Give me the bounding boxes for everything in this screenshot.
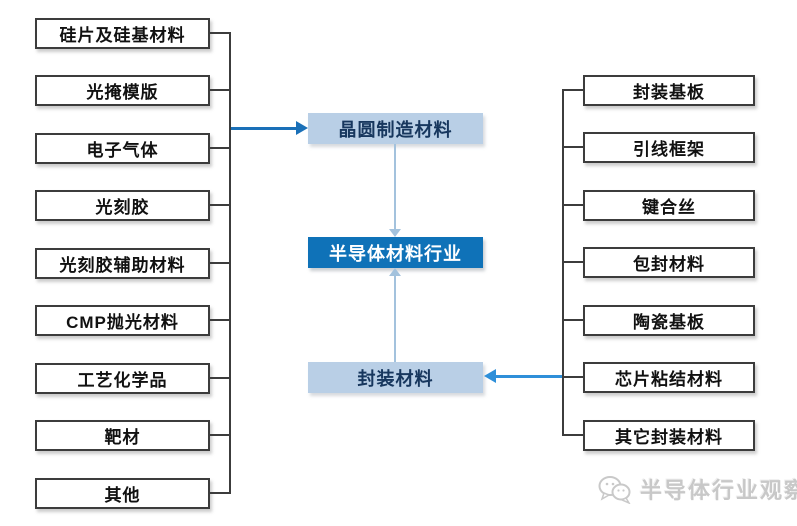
connector-wafer-to-industry-head [389,229,401,237]
connector-stub [210,492,230,494]
connector-stub [562,89,583,91]
arrow-right-to-packaging [495,375,563,378]
node-photoresist: 光刻胶 [35,190,210,221]
connector-packaging-to-industry-head [389,268,401,276]
connector-stub [562,376,583,378]
connector-stub [210,204,230,206]
connector-stub [562,434,583,436]
connector-stub [562,319,583,321]
connector-stub [562,146,583,148]
connector-stub [210,377,230,379]
connector-wafer-to-industry [394,144,396,229]
connector-stub [210,319,230,321]
node-lead-frame: 引线框架 [583,132,755,163]
node-packaging-materials: 封装材料 [308,362,483,393]
node-silicon-wafer: 硅片及硅基材料 [35,18,210,49]
left-bus-line [229,32,231,494]
node-packaging-substrate: 封装基板 [583,75,755,106]
connector-stub [562,204,583,206]
node-die-attach-material: 芯片粘结材料 [583,362,755,393]
wechat-bubbles-icon [598,476,631,504]
connector-stub [210,262,230,264]
watermark: 半导体行业观察 [598,473,797,505]
node-cmp-polishing: CMP抛光材料 [35,305,210,336]
node-bonding-wire: 键合丝 [583,190,755,221]
arrow-right-to-packaging-head [484,369,496,383]
node-other-packaging-materials: 其它封装材料 [583,420,755,451]
connector-packaging-to-industry [394,276,396,362]
node-ceramic-substrate: 陶瓷基板 [583,305,755,336]
connector-stub [210,147,230,149]
connector-stub [210,89,230,91]
node-sputtering-target: 靶材 [35,420,210,451]
arrow-left-to-wafer [231,127,298,130]
right-bus-line [562,89,564,436]
node-semiconductor-materials-industry: 半导体材料行业 [308,237,483,268]
watermark-text: 半导体行业观察 [640,478,797,503]
node-photomask: 光掩模版 [35,75,210,106]
node-process-chemicals: 工艺化学品 [35,363,210,394]
connector-stub [562,261,583,263]
node-wafer-manufacturing-materials: 晶圆制造材料 [308,113,483,144]
arrow-left-to-wafer-head [296,121,308,135]
connector-stub [210,434,230,436]
node-encapsulation-material: 包封材料 [583,247,755,278]
node-photoresist-auxiliary: 光刻胶辅助材料 [35,248,210,279]
node-left-others: 其他 [35,478,210,509]
node-electronic-gas: 电子气体 [35,133,210,164]
connector-stub [210,32,230,34]
